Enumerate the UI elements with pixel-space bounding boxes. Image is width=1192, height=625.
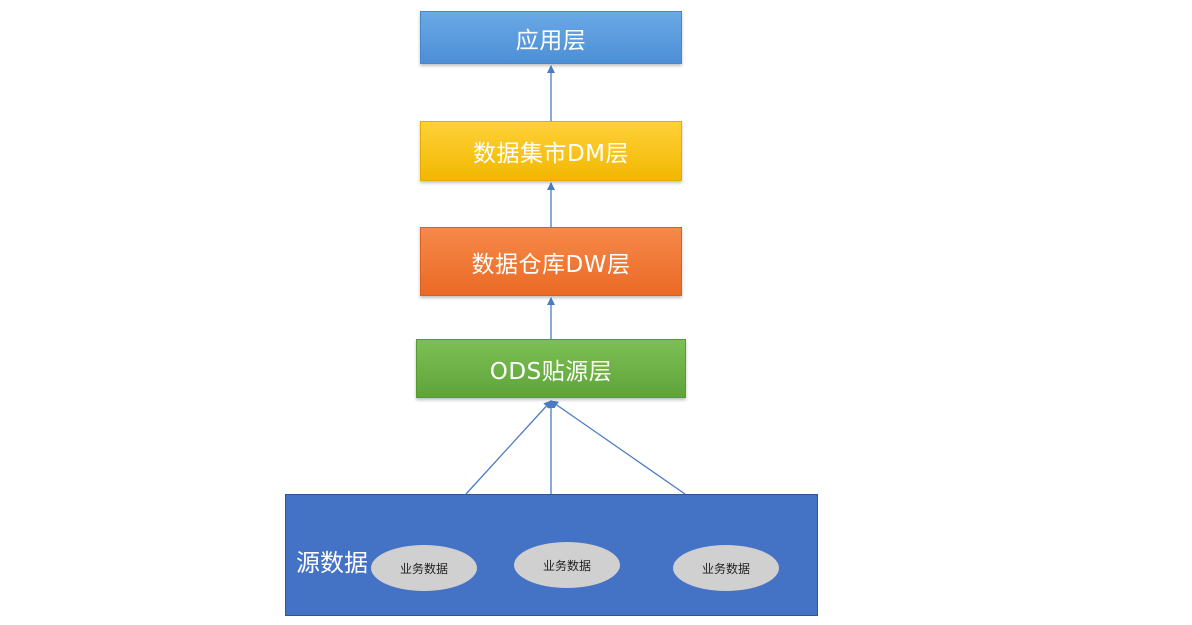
business-data-label: 业务数据	[542, 558, 591, 573]
data-mart-layer-label: 数据集市DM层	[472, 141, 630, 167]
source-data-label: 源数据	[296, 549, 368, 577]
business-data-ellipse: 业务数据	[514, 542, 620, 588]
business-data-label: 业务数据	[399, 561, 448, 576]
data-mart-layer-box: 数据集市DM层	[420, 121, 682, 181]
business-data-ellipse: 业务数据	[371, 545, 477, 591]
ods-layer-box: ODS贴源层	[416, 339, 686, 398]
application-layer-label: 应用层	[515, 27, 587, 54]
application-layer-box: 应用层	[420, 11, 682, 64]
ods-layer-label: ODS贴源层	[489, 358, 613, 385]
data-warehouse-layer-box: 数据仓库DW层	[420, 227, 682, 296]
data-warehouse-layer-label: 数据仓库DW层	[471, 251, 631, 278]
arrow-source-right-to-ods	[550, 400, 686, 495]
business-data-label: 业务数据	[701, 561, 750, 576]
arrow-source-left-to-ods	[465, 400, 552, 495]
business-data-ellipse: 业务数据	[673, 545, 779, 591]
